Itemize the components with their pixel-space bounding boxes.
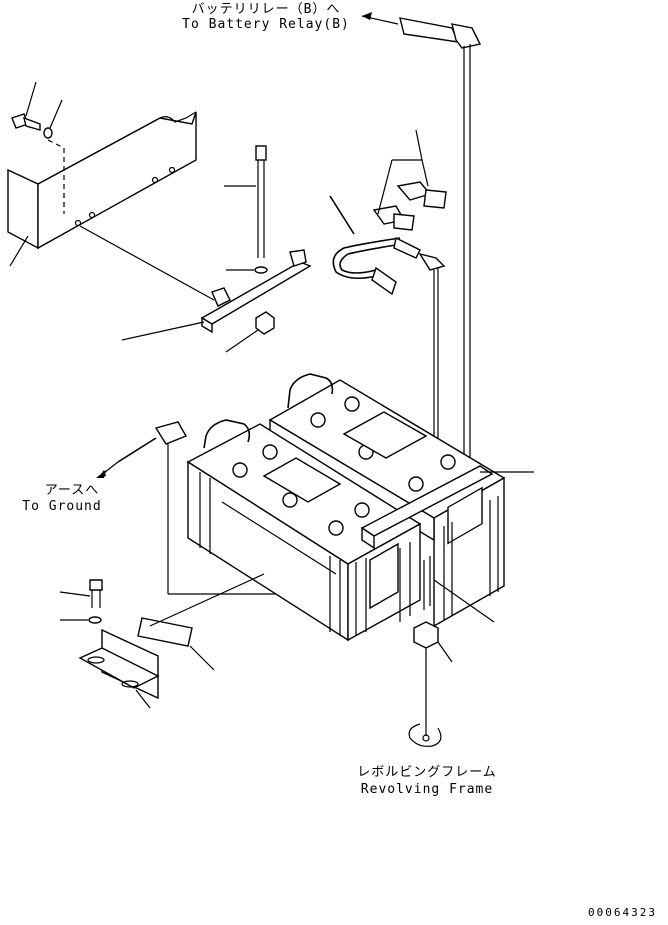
relay-cable <box>361 12 482 470</box>
hold-down-rod <box>224 145 268 274</box>
battery-relay-label-jp: バッテリリレー（B）へ <box>191 2 341 17</box>
terminal-caps <box>372 129 447 231</box>
frame-label-jp: レボルビングフレーム <box>357 765 497 780</box>
battery-relay-label-en: To Battery Relay(B) <box>182 17 350 32</box>
top-bracket <box>360 465 534 550</box>
frame-label-en: Revolving Frame <box>360 782 494 797</box>
drawing-code: 00064323 <box>588 906 657 919</box>
spacer-pad <box>137 573 265 671</box>
lower-bracket <box>78 628 160 709</box>
lower-bolt <box>59 579 103 624</box>
jumper-cable <box>329 195 446 296</box>
hold-down-bar <box>79 225 312 341</box>
frame-rod <box>408 556 495 747</box>
nut-small <box>225 311 275 353</box>
cover-bolt <box>11 81 65 214</box>
ground-label-en: To Ground <box>22 499 102 514</box>
cover-plate <box>7 111 197 267</box>
ground-arrow-icon <box>96 470 106 478</box>
ground-label-jp: アースへ <box>44 483 100 498</box>
